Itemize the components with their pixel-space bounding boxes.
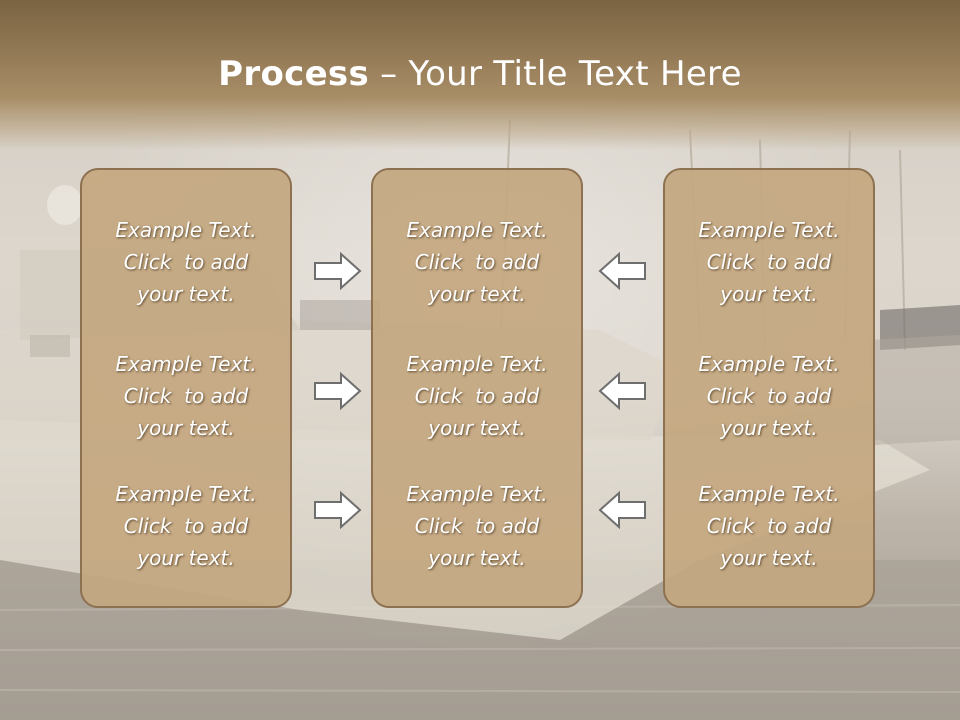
left-arrow-icon (597, 371, 647, 411)
process-panel-left[interactable]: Example Text. Click to add your text. Ex… (80, 168, 292, 608)
title-text: – Your Title Text Here (369, 54, 742, 94)
panel-text[interactable]: Example Text. Click to add your text. (115, 352, 257, 440)
left-arrow-icon (597, 490, 647, 530)
left-arrow-icon (597, 251, 647, 291)
right-arrow-icon (313, 490, 363, 530)
panel-text[interactable]: Example Text. Click to add your text. (406, 218, 548, 306)
panel-text[interactable]: Example Text. Click to add your text. (406, 352, 548, 440)
title-bold: Process (218, 54, 370, 94)
panel-text[interactable]: Example Text. Click to add your text. (406, 482, 548, 570)
panel-text[interactable]: Example Text. Click to add your text. (115, 482, 257, 570)
right-arrow-icon (313, 371, 363, 411)
panel-text[interactable]: Example Text. Click to add your text. (698, 218, 840, 306)
title-band (0, 0, 960, 150)
panel-text[interactable]: Example Text. Click to add your text. (698, 482, 840, 570)
panel-text[interactable]: Example Text. Click to add your text. (698, 352, 840, 440)
process-panel-center[interactable]: Example Text. Click to add your text. Ex… (371, 168, 583, 608)
slide-title[interactable]: Process – Your Title Text Here (0, 54, 960, 94)
right-arrow-icon (313, 251, 363, 291)
panel-text[interactable]: Example Text. Click to add your text. (115, 218, 257, 306)
process-panel-right[interactable]: Example Text. Click to add your text. Ex… (663, 168, 875, 608)
